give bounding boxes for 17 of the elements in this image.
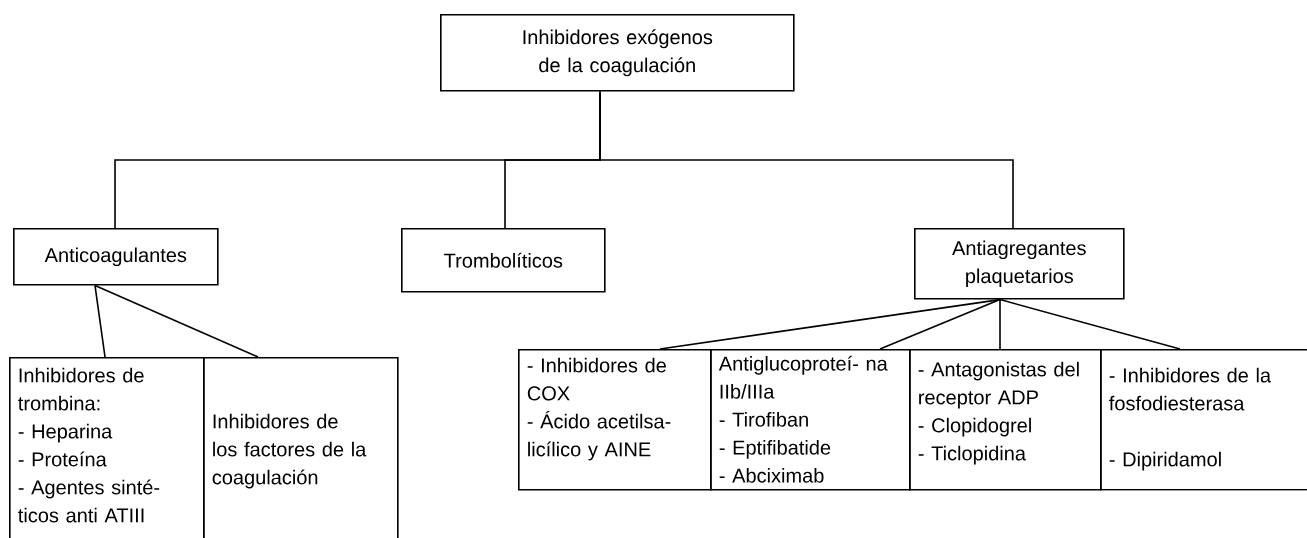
connector-line — [599, 90, 1014, 229]
category-box: Trombolíticos — [401, 228, 606, 293]
subcategory-box: Antiglucoproteí- na IIb/IIIa - Tirofiban - Eptifibatide - Abciximab — [710, 349, 911, 491]
connector-line — [94, 284, 259, 358]
connector-line — [879, 298, 1001, 350]
connector-line — [659, 298, 1001, 350]
connector-line — [999, 298, 1001, 350]
subcategory-box: - Inhibidores de COX - Ácido acetilsa- licílico y AINE — [518, 349, 712, 491]
subcategory-box: Inhibidores de los factores de la coagulación — [203, 357, 399, 538]
subcategory-box: - Antagonistas del receptor ADP - Clopidogrel - Ticlopidina — [909, 349, 1102, 491]
subcategory-box: - Inhibidores de la fosfodiesterasa - Dipiridamol — [1100, 349, 1307, 491]
connector-line — [999, 298, 1181, 350]
category-box: Anticoagulantes — [13, 228, 219, 286]
root-box: Inhibidores exógenos de la coagulación — [440, 14, 795, 92]
category-box: Antiagregantes plaquetarios — [914, 228, 1125, 300]
subcategory-box: Inhibidores de trombina: - Heparina - Proteína - Agentes sinté- ticos anti ATIII — [9, 357, 205, 538]
connector-line — [94, 284, 106, 358]
